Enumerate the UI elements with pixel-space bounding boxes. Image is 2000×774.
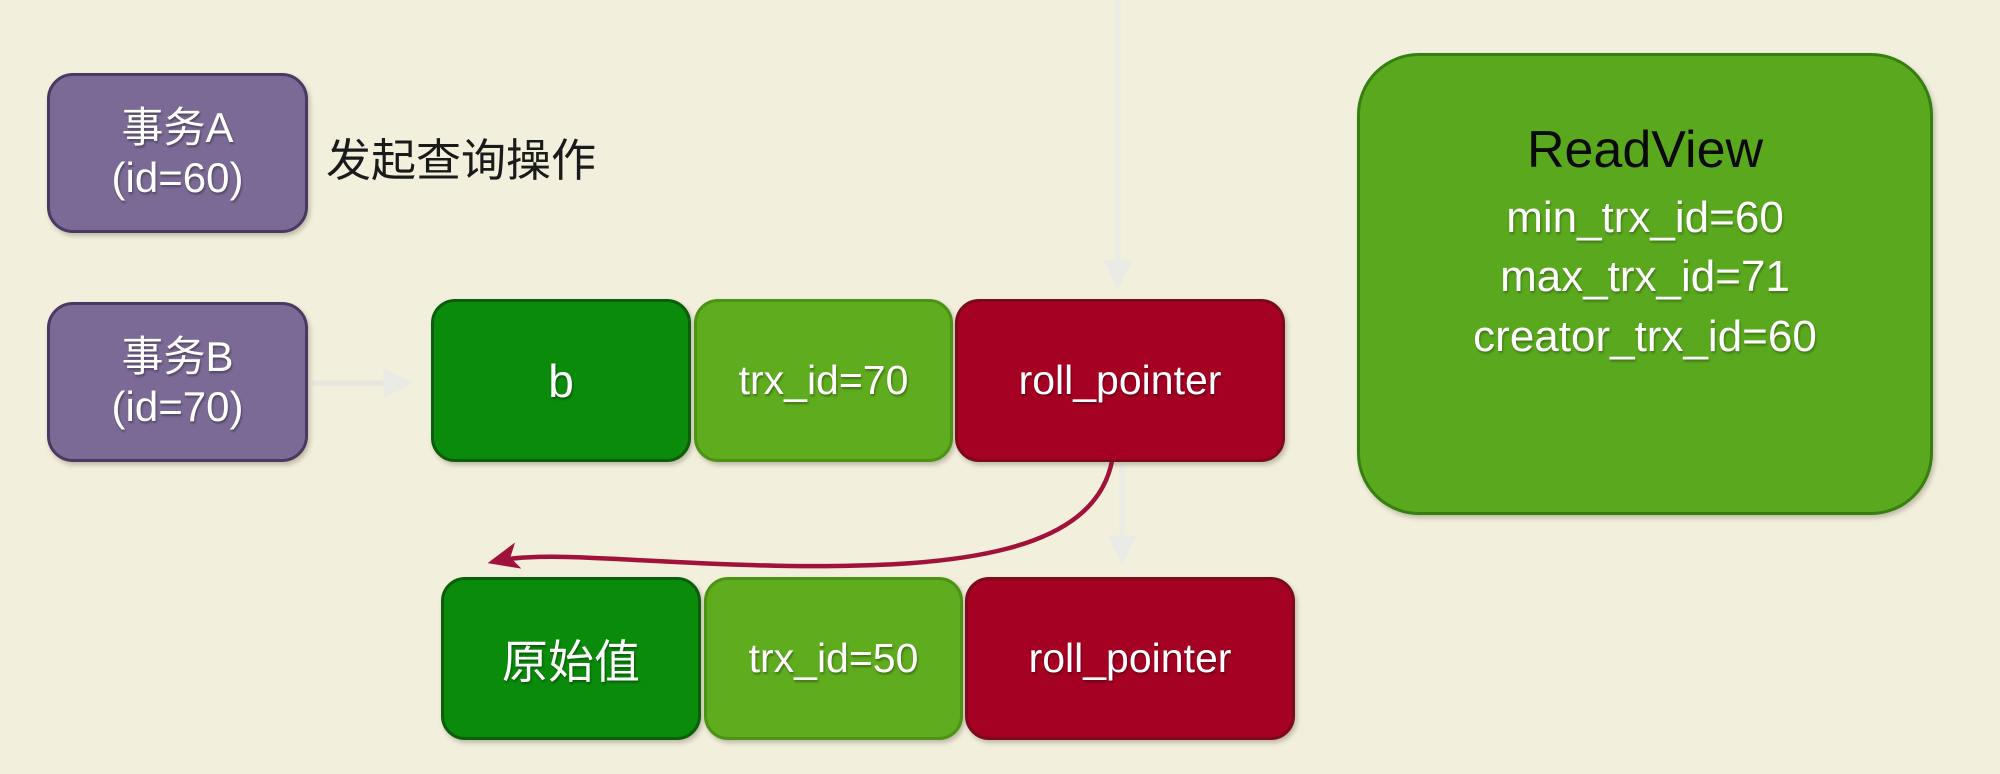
undo-row-roll-pointer-cell: roll_pointer bbox=[965, 577, 1295, 740]
readview-max-trx-id: max_trx_id=71 bbox=[1500, 252, 1790, 302]
roll-pointer-arrow bbox=[487, 460, 1115, 569]
transaction-b-box: 事务B (id=70) bbox=[47, 302, 308, 462]
undo-row-trx-id: trx_id=50 bbox=[748, 635, 919, 681]
transaction-a-id: (id=60) bbox=[111, 154, 244, 201]
undo-row-value-cell: 原始值 bbox=[441, 577, 701, 740]
readview-box: ReadView min_trx_id=60 max_trx_id=71 cre… bbox=[1357, 53, 1933, 515]
readview-creator-trx-id: creator_trx_id=60 bbox=[1473, 311, 1817, 361]
undo-row-roll-pointer: roll_pointer bbox=[1028, 635, 1232, 681]
undo-row-value: 原始值 bbox=[502, 635, 640, 688]
transaction-b-name: 事务B bbox=[121, 332, 234, 380]
current-row-roll-pointer-cell: roll_pointer bbox=[955, 299, 1285, 462]
current-row-value-cell: b bbox=[431, 299, 691, 462]
transaction-a-name: 事务A bbox=[121, 103, 234, 151]
undo-row-trx-id-cell: trx_id=50 bbox=[704, 577, 963, 740]
transaction-b-id: (id=70) bbox=[111, 383, 244, 430]
readview-min-trx-id: min_trx_id=60 bbox=[1506, 193, 1784, 242]
current-row-roll-pointer: roll_pointer bbox=[1018, 357, 1222, 403]
current-row-trx-id-cell: trx_id=70 bbox=[694, 299, 953, 462]
current-row-trx-id: trx_id=70 bbox=[738, 357, 909, 403]
current-row-value: b bbox=[548, 354, 574, 407]
transaction-a-box: 事务A (id=60) bbox=[47, 73, 308, 233]
query-operation-label: 发起查询操作 bbox=[326, 135, 597, 186]
readview-title: ReadView bbox=[1526, 121, 1764, 179]
